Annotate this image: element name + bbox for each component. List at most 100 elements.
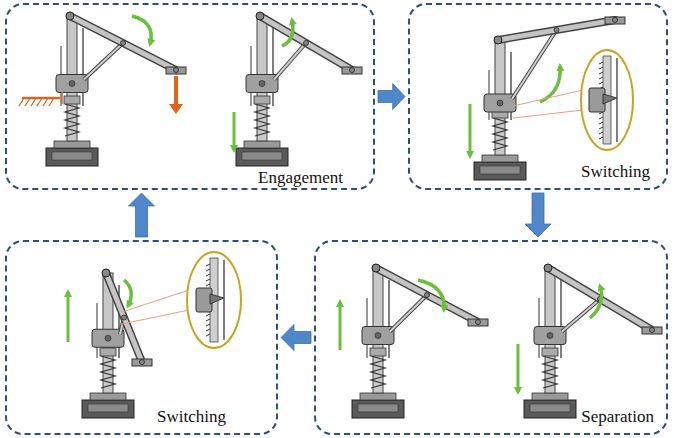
leader-line	[513, 90, 583, 106]
leader-line	[122, 290, 189, 312]
rack-tooth	[206, 324, 210, 326]
base-plate	[244, 141, 280, 148]
rack-tooth	[206, 329, 210, 331]
rack-tooth	[599, 117, 603, 119]
collar	[542, 348, 558, 356]
force-arrow	[174, 76, 178, 106]
strut	[84, 43, 123, 80]
detail-inset	[581, 50, 633, 150]
hatch-line	[49, 98, 54, 106]
flow-arrow	[525, 193, 551, 237]
motion-arrow	[67, 292, 70, 342]
end-plate	[132, 359, 152, 366]
rack-tooth	[206, 314, 210, 316]
rack-tooth	[599, 122, 603, 124]
rotation-arrow	[418, 280, 444, 310]
guide-rod	[82, 28, 84, 106]
arm	[106, 273, 142, 362]
strut	[390, 295, 427, 332]
stage-label: Separation	[579, 407, 656, 427]
arm	[70, 16, 176, 70]
leader-line	[122, 310, 189, 324]
pivot	[304, 41, 309, 46]
base-plate	[360, 393, 396, 400]
rack-tooth	[206, 334, 210, 336]
pivot	[425, 293, 430, 298]
carriage	[246, 75, 278, 93]
rack-tooth	[206, 264, 210, 266]
stage-panel: Separation	[314, 240, 668, 435]
arm	[70, 16, 176, 70]
pivot	[650, 328, 655, 333]
rotation-arrow	[540, 66, 560, 102]
stage-panel: Switching	[408, 3, 668, 190]
rack-tooth	[599, 127, 603, 129]
rotation-arrow	[590, 286, 602, 318]
contact-surface	[61, 92, 63, 104]
base-detail	[242, 152, 282, 160]
arm	[498, 20, 615, 40]
arm	[260, 16, 352, 70]
base-plate	[532, 393, 568, 400]
stage-label: Switching	[579, 162, 652, 182]
arm	[376, 268, 478, 322]
base-platform	[236, 148, 288, 166]
pivot	[544, 264, 552, 272]
hatch-line	[43, 98, 48, 106]
arm	[376, 268, 478, 322]
base-platform	[474, 162, 526, 180]
base-detail	[52, 152, 92, 160]
guide-rod	[272, 28, 274, 106]
end-plate	[468, 319, 488, 326]
collar	[370, 348, 386, 356]
flow-arrow	[378, 84, 405, 110]
base-platform	[524, 400, 576, 418]
hatch-line	[37, 98, 42, 106]
rotation-arrow	[124, 280, 131, 306]
rotation-arrow	[282, 20, 293, 46]
guide-rod	[223, 260, 225, 340]
pivot	[494, 36, 502, 44]
rack-tooth	[599, 77, 603, 79]
pivot	[102, 269, 110, 277]
rack-tooth	[599, 137, 603, 139]
motion-arrow	[339, 302, 342, 350]
pivot	[66, 12, 74, 20]
strut	[390, 295, 427, 332]
pivot	[476, 320, 481, 325]
hatch-line	[19, 98, 24, 106]
motion-arrow	[469, 104, 472, 156]
guide-rod	[560, 280, 562, 358]
spring	[101, 356, 115, 388]
carriage-pin	[497, 100, 503, 106]
rack-tooth	[206, 319, 210, 321]
stage-label: Switching	[155, 407, 228, 427]
stage-panel: Engagement	[5, 3, 375, 190]
carriage-pin	[547, 333, 553, 339]
spring	[543, 356, 557, 388]
rotation-arrow	[132, 16, 151, 44]
rack-tooth	[599, 82, 603, 84]
base-detail	[88, 404, 128, 412]
flow-arrow	[281, 325, 311, 351]
motion-arrow	[233, 112, 236, 150]
base-detail	[358, 404, 398, 412]
flow-arrow	[129, 193, 155, 237]
collar	[64, 96, 80, 104]
base-platform	[82, 400, 134, 418]
base-platform	[352, 400, 404, 418]
base-plate	[90, 393, 126, 400]
rack-tooth	[206, 269, 210, 271]
arm	[548, 268, 652, 330]
carriage	[56, 75, 88, 93]
pivot	[613, 18, 618, 23]
arm	[106, 273, 142, 362]
pawl	[210, 294, 224, 304]
rack-tooth	[599, 132, 603, 134]
spring	[371, 356, 385, 388]
pivot	[256, 12, 264, 20]
pivot	[372, 264, 380, 272]
